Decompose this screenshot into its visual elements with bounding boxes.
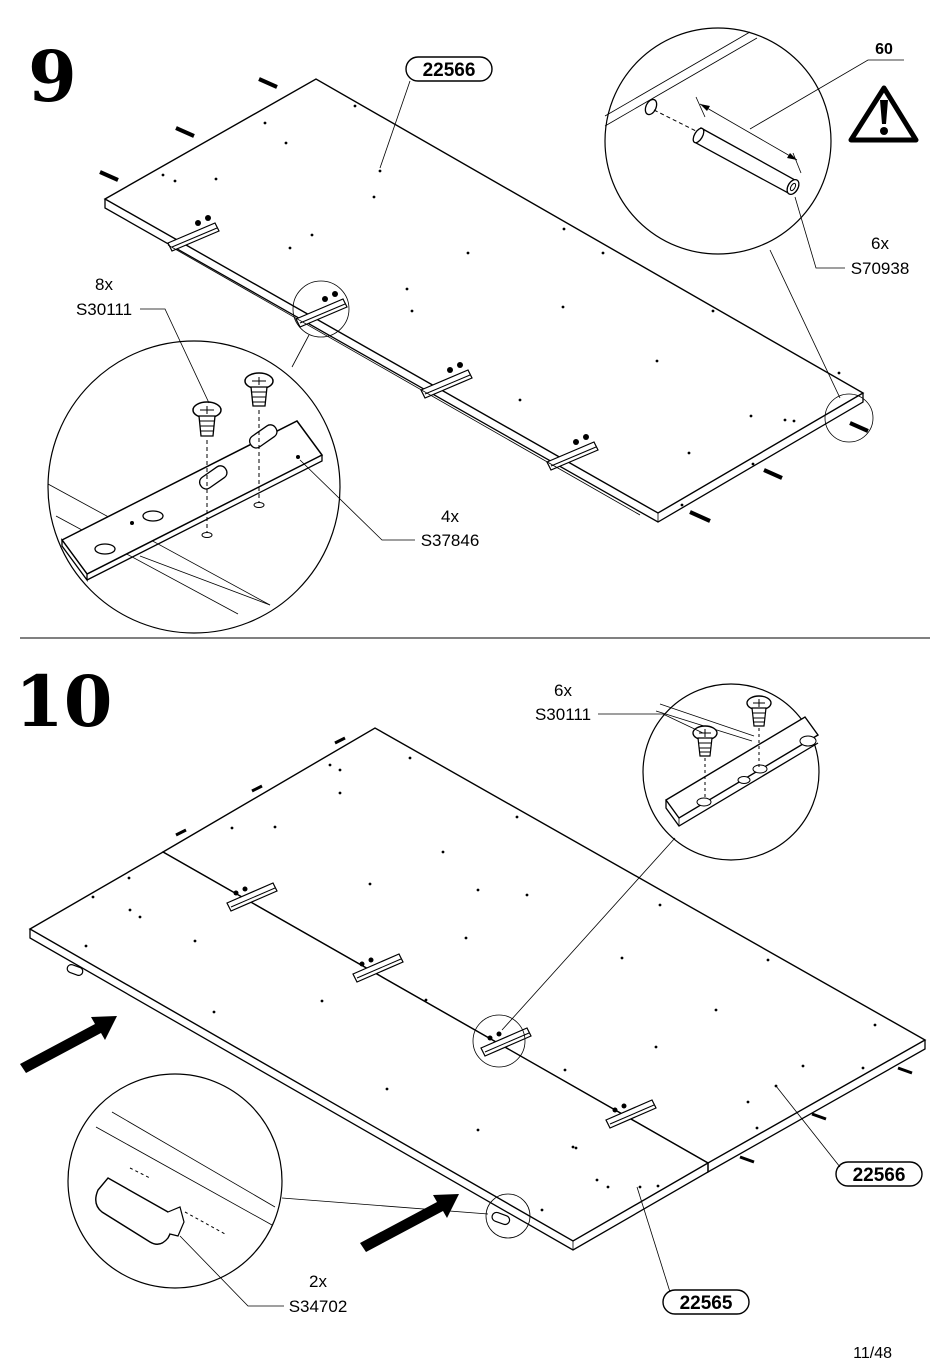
detail-circle-bracket-step10 [501, 683, 820, 1031]
svg-text:4x: 4x [441, 507, 459, 526]
detail-marker-dowel [824, 393, 874, 443]
svg-text:22566: 22566 [853, 1165, 906, 1186]
bracket-4 [546, 434, 599, 471]
detail-marker-bracket-step10 [472, 1014, 526, 1068]
connector-plate-detail [60, 420, 324, 582]
detail-circle-handle [67, 1073, 489, 1289]
panel-22566-step9 [99, 77, 869, 523]
svg-text:8x: 8x [95, 275, 113, 294]
callout-S34702: 2x S34702 [179, 1235, 348, 1316]
screw-icon [244, 372, 274, 407]
svg-text:22566: 22566 [423, 60, 476, 81]
panels-step10 [28, 727, 927, 1251]
svg-text:S30111: S30111 [535, 705, 591, 724]
bracket-3 [420, 362, 473, 399]
screw-icon [692, 725, 718, 757]
detail-circle-dowel: 60 [604, 27, 904, 399]
detail-circle-bracket [47, 334, 341, 634]
part-label-22566-step10: 22566 [775, 1085, 923, 1187]
dimension-60: 60 [875, 41, 893, 58]
warning-triangle-icon [848, 85, 919, 143]
page-number: 11/48 [853, 1345, 892, 1362]
push-arrow-icon [20, 1016, 117, 1073]
detail-marker-bracket [292, 280, 350, 338]
bracket-2 [295, 291, 348, 328]
screw-icon [746, 695, 772, 727]
callout-S37846: 4x S37846 [299, 459, 480, 550]
dowel-icon [692, 127, 800, 196]
bracket-1 [167, 215, 220, 252]
screw-icon [192, 401, 222, 437]
detail-marker-handle [485, 1193, 531, 1239]
callout-S30111-step10: 6x S30111 [535, 681, 704, 734]
svg-text:2x: 2x [309, 1272, 327, 1291]
svg-text:S70938: S70938 [851, 259, 910, 278]
callout-S30111-step9: 8x S30111 [76, 275, 210, 404]
svg-text:S37846: S37846 [421, 531, 480, 550]
step-number-9: 9 [28, 35, 77, 118]
svg-text:22565: 22565 [680, 1293, 733, 1314]
part-label-22565: 22565 [636, 1186, 750, 1315]
svg-text:6x: 6x [554, 681, 572, 700]
svg-text:6x: 6x [871, 234, 889, 253]
svg-text:S34702: S34702 [289, 1297, 348, 1316]
push-arrow-icon [360, 1194, 459, 1252]
handle-insert-icon [95, 1177, 185, 1245]
part-label-22566-step9: 22566 [379, 56, 493, 169]
svg-text:S30111: S30111 [76, 300, 132, 319]
step-number-10: 10 [15, 660, 112, 743]
callout-S70938: 6x S70938 [794, 196, 910, 278]
